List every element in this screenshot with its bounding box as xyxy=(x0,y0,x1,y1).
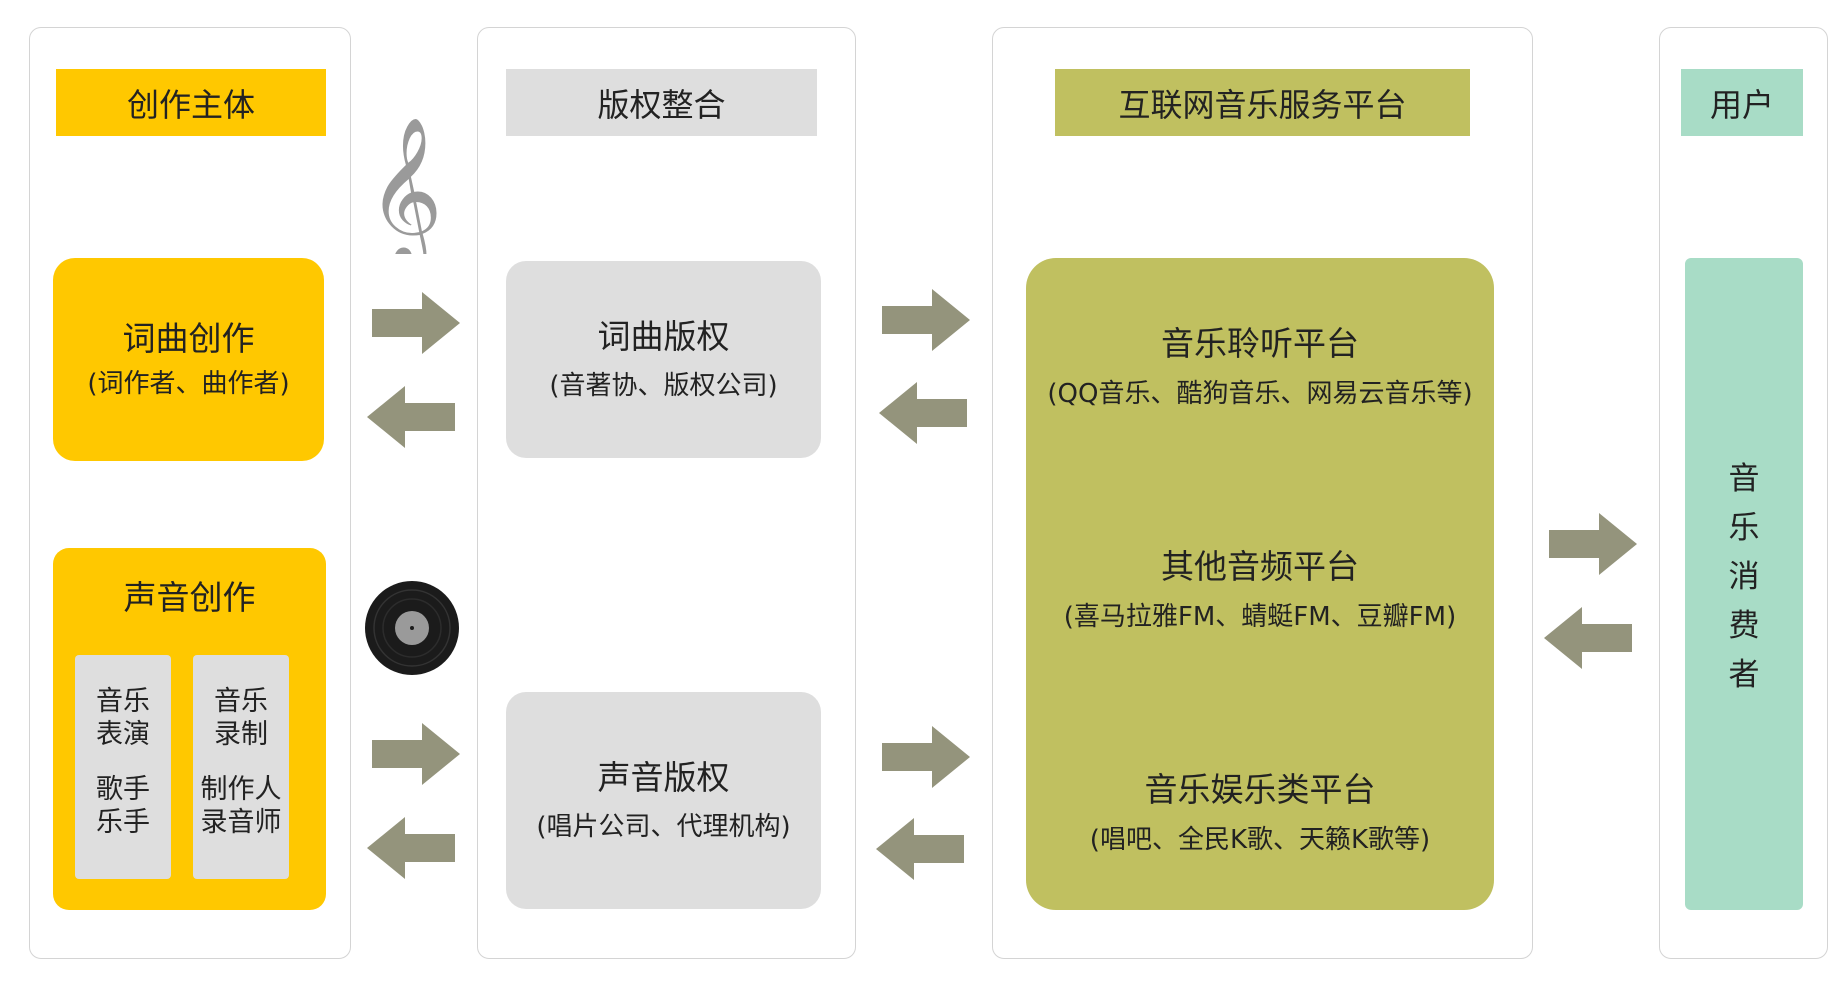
music-consumer-box xyxy=(1685,258,1803,910)
audio-platform-title: 其他音频平台 xyxy=(1161,546,1359,586)
arrow-left-platforms-to-lyric-copyright xyxy=(879,382,967,444)
performance-line2: 表演 xyxy=(96,719,150,750)
entertainment-platform-title: 音乐娱乐类平台 xyxy=(1144,769,1376,809)
sound-copyright-title: 声音版权 xyxy=(597,758,730,798)
consumer-char-5: 者 xyxy=(1728,657,1760,693)
lyric-music-creation-subtitle: (词作者、曲作者) xyxy=(87,368,290,399)
sound-creation-title: 声音创作 xyxy=(123,578,256,617)
arrow-right-creators-to-sound-copyright xyxy=(372,723,460,785)
sound-copyright-subtitle: (唱片公司、代理机构) xyxy=(536,811,791,842)
lyric-music-copyright-title: 词曲版权 xyxy=(597,317,730,357)
sound-copyright-box: 声音版权 (唱片公司、代理机构) xyxy=(506,692,821,909)
platforms-box xyxy=(1026,258,1494,910)
arrow-right-sound-copyright-to-platforms xyxy=(882,726,970,788)
treble-clef-icon: 𝄞 xyxy=(372,116,438,254)
entertainment-platform-subtitle: (唱吧、全民K歌、天籁K歌等) xyxy=(1089,825,1431,856)
arrow-right-platforms-to-users xyxy=(1549,513,1637,575)
arrow-left-lyric-copyright-to-creators xyxy=(367,386,455,448)
arrow-right-creators-to-lyric-copyright xyxy=(372,292,460,354)
svg-text:𝄞: 𝄞 xyxy=(372,116,438,254)
listening-platform-subtitle: (QQ音乐、酷狗音乐、网易云音乐等) xyxy=(1047,379,1473,410)
arrow-left-sound-copyright-to-creators xyxy=(367,817,455,879)
recording-line4: 录音师 xyxy=(200,807,282,838)
performance-line3: 歌手 xyxy=(96,774,150,805)
music-performance-card: 音乐 表演 歌手 乐手 xyxy=(75,655,171,879)
lyric-music-creation-title: 词曲创作 xyxy=(122,319,255,359)
consumer-char-4: 费 xyxy=(1728,608,1760,644)
lyric-music-creation-box: 词曲创作 (词作者、曲作者) xyxy=(53,258,324,461)
arrow-left-users-to-platforms xyxy=(1544,607,1632,669)
audio-platform-subtitle: (喜马拉雅FM、蜻蜓FM、豆瓣FM) xyxy=(1063,602,1457,633)
recording-line3: 制作人 xyxy=(200,774,282,805)
consumer-char-3: 消 xyxy=(1728,559,1760,595)
vinyl-record-icon xyxy=(365,581,459,675)
music-consumer-label: 音 乐 消 费 者 xyxy=(1685,455,1803,700)
performance-line1: 音乐 xyxy=(96,686,150,717)
listening-platform-block: 音乐聆听平台 (QQ音乐、酷狗音乐、网易云音乐等) xyxy=(1026,312,1494,422)
copyright-header: 版权整合 xyxy=(506,69,817,136)
listening-platform-title: 音乐聆听平台 xyxy=(1161,323,1359,363)
users-header: 用户 xyxy=(1681,69,1803,136)
creators-header: 创作主体 xyxy=(56,69,326,136)
recording-line2: 录制 xyxy=(214,719,268,750)
audio-platform-block: 其他音频平台 (喜马拉雅FM、蜻蜓FM、豆瓣FM) xyxy=(1026,535,1494,645)
lyric-music-copyright-subtitle: (音著协、版权公司) xyxy=(549,370,778,401)
arrow-right-lyric-copyright-to-platforms xyxy=(882,289,970,351)
music-recording-card: 音乐 录制 制作人 录音师 xyxy=(193,655,289,879)
arrow-left-platforms-to-sound-copyright xyxy=(876,818,964,880)
entertainment-platform-block: 音乐娱乐类平台 (唱吧、全民K歌、天籁K歌等) xyxy=(1026,758,1494,868)
lyric-music-copyright-box: 词曲版权 (音著协、版权公司) xyxy=(506,261,821,458)
recording-line1: 音乐 xyxy=(214,686,268,717)
consumer-char-1: 音 xyxy=(1728,461,1760,497)
platforms-header: 互联网音乐服务平台 xyxy=(1055,69,1470,136)
performance-line4: 乐手 xyxy=(96,807,150,838)
consumer-char-2: 乐 xyxy=(1728,510,1760,546)
